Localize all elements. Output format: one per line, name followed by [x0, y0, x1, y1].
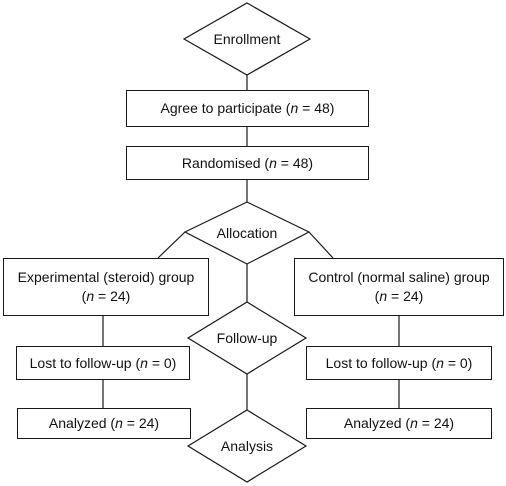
randomised-box: Randomised (n = 48)	[126, 146, 369, 180]
control-group-box: Control (normal saline) group (n = 24)	[294, 258, 504, 316]
lost-followup-right-box: Lost to follow-up (n = 0)	[306, 346, 492, 380]
agree-box: Agree to participate (n = 48)	[126, 90, 369, 127]
connector-allocation-left	[157, 231, 186, 259]
experimental-line1: Experimental (steroid) group	[17, 269, 195, 285]
control-line1: Control (normal saline) group	[308, 269, 490, 285]
connector-allocation-right	[308, 231, 334, 259]
experimental-line2: (n = 24)	[81, 288, 131, 304]
analyzed-right-text: Analyzed (n = 24)	[343, 415, 455, 431]
enrollment-diamond	[182, 2, 312, 76]
followup-diamond	[186, 301, 308, 375]
enrollment-label: Enrollment	[213, 31, 281, 47]
analyzed-left-text: Analyzed (n = 24)	[48, 415, 160, 431]
allocation-label: Allocation	[216, 225, 278, 241]
lost-left-text: Lost to follow-up (n = 0)	[29, 354, 177, 371]
agree-text: Agree to participate (n = 48)	[160, 100, 335, 116]
lost-right-text: Lost to follow-up (n = 0)	[325, 354, 473, 371]
followup-label: Follow-up	[216, 330, 278, 346]
analyzed-left-box: Analyzed (n = 24)	[17, 408, 191, 439]
analysis-label: Analysis	[220, 438, 274, 454]
lost-followup-left-box: Lost to follow-up (n = 0)	[16, 346, 190, 380]
randomised-text: Randomised (n = 48)	[181, 154, 314, 171]
experimental-group-box: Experimental (steroid) group (n = 24)	[3, 258, 209, 316]
analyzed-right-box: Analyzed (n = 24)	[306, 408, 492, 439]
analysis-diamond	[186, 409, 308, 483]
allocation-diamond	[183, 201, 311, 265]
control-line2: (n = 24)	[374, 288, 424, 304]
